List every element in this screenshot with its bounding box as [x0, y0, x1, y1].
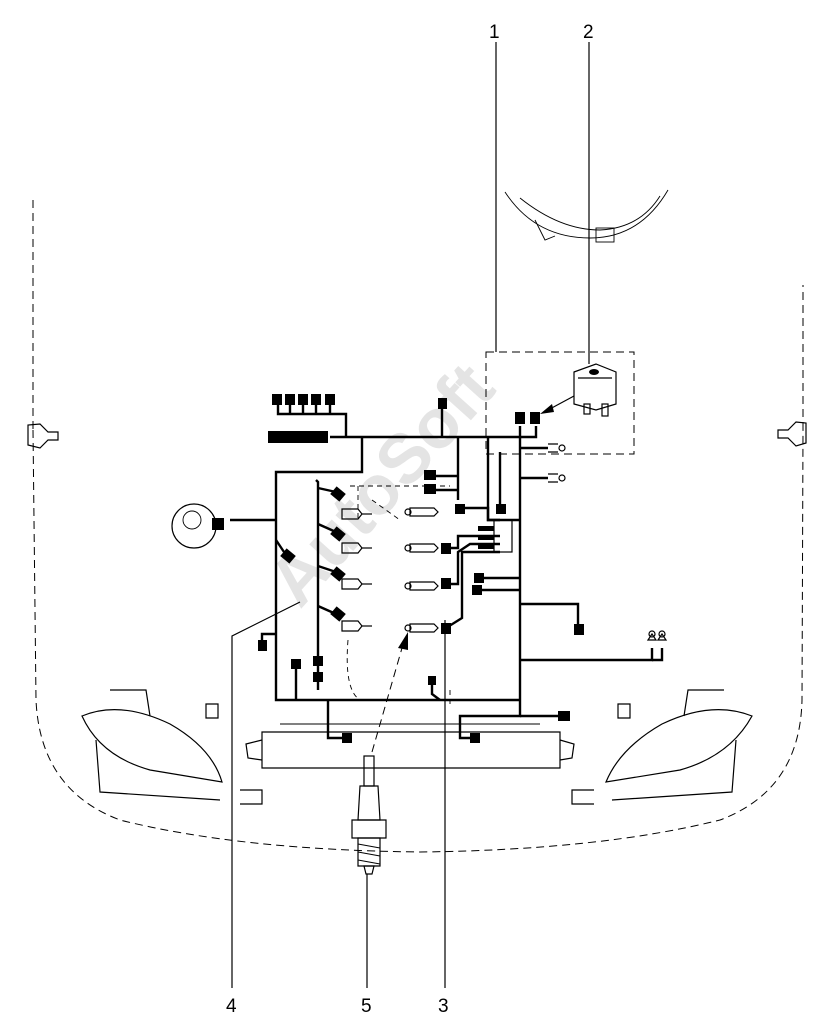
right-headlamp [571, 689, 753, 805]
radiator [245, 723, 575, 769]
engine-outline [346, 485, 451, 706]
callout-5: 5 [361, 996, 372, 1017]
left-headlamp [81, 689, 263, 805]
callout-1: 1 [489, 22, 500, 43]
spark-plug-caps [341, 507, 439, 633]
fuse [540, 363, 617, 417]
steering-wheel [504, 189, 669, 243]
sensor-component [171, 503, 217, 549]
callout-2: 2 [583, 22, 594, 43]
harness-connectors [212, 394, 668, 743]
car-body-outline [27, 200, 807, 853]
fuse-area-boundary [485, 351, 635, 455]
callout-3: 3 [438, 996, 449, 1017]
callout-4: 4 [226, 996, 237, 1017]
watermark: AutoSoft [253, 348, 509, 620]
spark-plug [351, 632, 408, 875]
leader-lines [231, 42, 590, 988]
